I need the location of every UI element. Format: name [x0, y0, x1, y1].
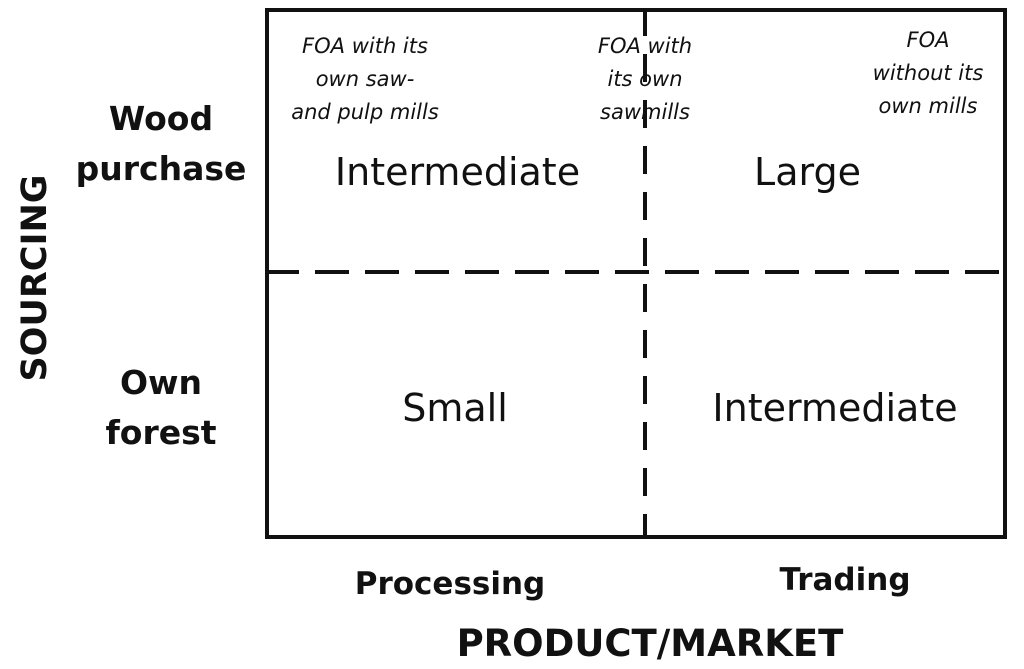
row-label-wood-purchase: Wood purchase: [75, 99, 247, 188]
column-label-processing: Processing: [354, 566, 546, 602]
annotation-own-sawmills: FOA with its own sawmills: [597, 34, 693, 124]
row-label-own-forest: Own forest: [105, 363, 217, 452]
cell-top-left: Intermediate: [334, 150, 581, 194]
x-axis-title: PRODUCT/MARKET: [456, 622, 844, 665]
annotation-without-mills: FOA without its own mills: [872, 28, 984, 118]
cell-bottom-right: Intermediate: [712, 386, 958, 430]
column-label-trading: Trading: [779, 562, 911, 598]
cell-bottom-left: Small: [402, 386, 508, 430]
annotation-saw-and-pulp-mills: FOA with its own saw- and pulp mills: [291, 34, 439, 124]
y-axis-title: SOURCING: [15, 174, 55, 382]
horizontal-divider: [265, 270, 1007, 274]
cell-top-right: Large: [754, 150, 861, 194]
